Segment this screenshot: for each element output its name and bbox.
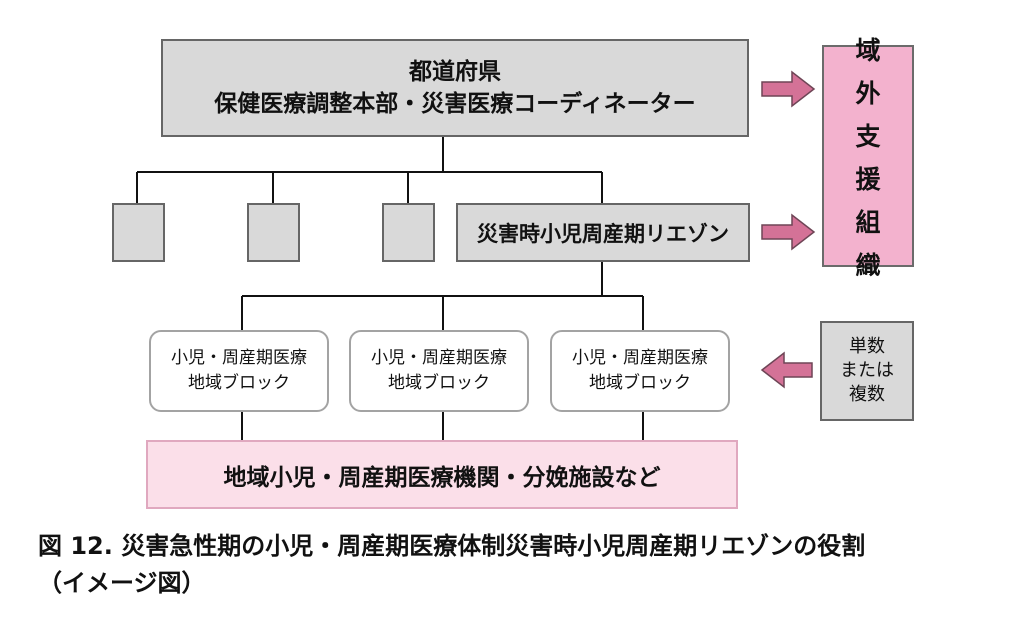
- outside-support-char: 織: [855, 250, 881, 280]
- block-line2: 地域ブロック: [589, 373, 691, 393]
- sub-unit-box-2: [247, 203, 300, 262]
- caption-line2: （イメージ図）: [38, 569, 206, 598]
- regional-block-1: 小児・周産期医療 地域ブロック: [149, 330, 329, 412]
- block-line2: 地域ブロック: [188, 373, 290, 393]
- sub-unit-box-1: [112, 203, 165, 262]
- outside-support-char: 組: [855, 207, 881, 237]
- block-line1: 小児・周産期医療: [171, 347, 307, 368]
- count-line2: または: [840, 359, 894, 381]
- figure-caption: 図 12. 災害急性期の小児・周産期医療体制災害時小児周産期リエゾンの役割 （イ…: [38, 528, 865, 602]
- caption-line1: 図 12. 災害急性期の小児・周産期医療体制災害時小児周産期リエゾンの役割: [38, 532, 866, 560]
- right-arrow-hq: [761, 70, 816, 108]
- block-line1: 小児・周産期医療: [371, 347, 507, 368]
- count-box: 単数 または 複数: [820, 321, 914, 421]
- regional-block-2: 小児・周産期医療 地域ブロック: [349, 330, 529, 412]
- liaison-box: 災害時小児周産期リエゾン: [456, 203, 750, 262]
- left-arrow-count: [760, 351, 813, 389]
- outside-support-box: 域 外 支 援 組 織: [822, 36, 914, 280]
- outside-support-char: 支: [855, 121, 881, 151]
- right-arrow-liaison: [761, 213, 816, 251]
- outside-support-char: 援: [855, 164, 881, 194]
- hq-line1: 都道府県: [409, 58, 501, 85]
- count-line1: 単数: [849, 335, 885, 357]
- outside-support-char: 外: [855, 78, 881, 108]
- regional-block-3: 小児・周産期医療 地域ブロック: [550, 330, 730, 412]
- outside-support-char: 域: [855, 35, 881, 65]
- block-line1: 小児・周産期医療: [572, 347, 708, 368]
- block-line2: 地域ブロック: [388, 373, 490, 393]
- count-line3: 複数: [849, 384, 885, 406]
- institutions-box: 地域小児・周産期医療機関・分娩施設など: [146, 440, 738, 509]
- prefecture-hq-box: 都道府県 保健医療調整本部・災害医療コーディネーター: [161, 39, 749, 137]
- sub-unit-box-3: [382, 203, 435, 262]
- hq-line2: 保健医療調整本部・災害医療コーディネーター: [214, 91, 696, 117]
